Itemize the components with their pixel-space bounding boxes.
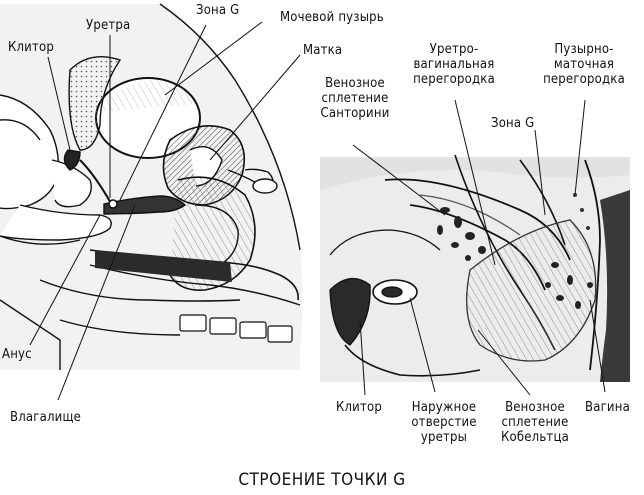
label-urethral-opening: Наружное отверстие уретры — [411, 400, 477, 445]
label-vagina-right: Вагина — [585, 400, 630, 415]
label-anus: Анус — [2, 347, 32, 362]
label-urethrovaginal-septum: Уретро- вагинальная перегородка — [413, 42, 495, 87]
diagram-caption: СТРОЕНИЕ ТОЧКИ G — [238, 470, 406, 490]
label-clitoris-left: Клитор — [8, 40, 54, 55]
label-kobelt-plexus: Венозное сплетение Кобельтца — [501, 400, 569, 445]
left-sagittal-illustration — [0, 3, 303, 370]
label-g-spot-right: Зона G — [491, 116, 535, 131]
label-urethra: Уретра — [86, 18, 131, 33]
label-vagina-left: Влагалище — [10, 410, 82, 425]
label-vesicouterine-septum: Пузырно- маточная перегородка — [543, 42, 625, 87]
leader-lines — [29, 21, 606, 401]
label-g-spot-left: Зона G — [196, 3, 240, 18]
label-uterus: Матка — [303, 43, 343, 58]
label-santorini-plexus: Венозное сплетение Санторини — [320, 76, 390, 121]
label-bladder: Мочевой пузырь — [280, 10, 384, 25]
right-detail-illustration — [320, 154, 630, 382]
label-clitoris-right: Клитор — [336, 400, 382, 415]
